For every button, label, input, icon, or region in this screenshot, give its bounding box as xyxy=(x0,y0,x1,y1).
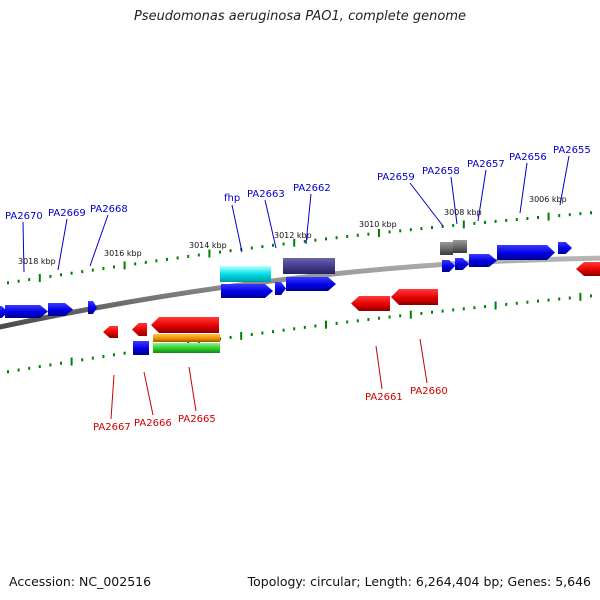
gene-label-pa2663: PA2663 xyxy=(247,189,285,200)
gene-arrow-pa2655 xyxy=(558,242,572,254)
genome-summary-text: Topology: circular; Length: 6,264,404 bp… xyxy=(247,574,591,589)
map-title: Pseudomonas aeruginosa PAO1, complete ge… xyxy=(133,9,467,24)
gene-arrow-pa2668 xyxy=(88,301,97,314)
kbp-label: 3014 kbp xyxy=(189,241,227,250)
upper-tick-ruler xyxy=(7,211,592,285)
gene-arrow-fhp xyxy=(221,284,273,298)
feature-bar-green xyxy=(153,343,220,353)
gene-arrow-pa2660 xyxy=(391,289,438,305)
gene-features xyxy=(0,240,600,355)
label-leader-line xyxy=(419,338,428,384)
gene-arrow-pa2656 xyxy=(497,245,555,260)
label-leader-line xyxy=(110,374,115,420)
label-leader-line xyxy=(143,371,154,416)
label-leader-line xyxy=(22,221,25,273)
gene-label-pa2655: PA2655 xyxy=(553,145,591,156)
label-leader-line xyxy=(57,218,68,271)
label-leader-line xyxy=(519,162,528,214)
gene-arrow-pa2663 xyxy=(275,282,286,295)
gene-label-pa2670: PA2670 xyxy=(5,211,43,222)
kbp-label: 3016 kbp xyxy=(104,249,142,258)
kbp-label: 3010 kbp xyxy=(359,220,397,229)
gene-label-pa2659: PA2659 xyxy=(377,172,415,183)
reverse-gene-labels: PA2667 PA2666 PA2665 PA2661 PA2660 xyxy=(93,386,448,433)
gene-label-pa2668: PA2668 xyxy=(90,204,128,215)
gene-label-pa2657: PA2657 xyxy=(467,159,505,170)
gene-label-pa2658: PA2658 xyxy=(422,166,460,177)
gene-arrow-pa2662 xyxy=(286,277,336,291)
label-leader-lines xyxy=(22,155,570,420)
accession-text: Accession: NC_002516 xyxy=(9,574,152,589)
label-leader-line xyxy=(89,214,109,267)
label-leader-line xyxy=(559,155,570,206)
gene-arrow-pa2657 xyxy=(469,254,497,267)
label-leader-line xyxy=(450,176,458,225)
gene-arrow-pa2658 xyxy=(455,258,469,270)
kbp-label: 3018 kbp xyxy=(18,257,56,266)
gene-label-pa2667: PA2667 xyxy=(93,422,131,433)
label-leader-line xyxy=(305,193,312,245)
gene-label-pa2656: PA2656 xyxy=(509,152,547,163)
feature-bar-gray xyxy=(453,240,467,253)
feature-bar-cyan xyxy=(220,266,271,282)
gene-label-pa2660: PA2660 xyxy=(410,386,448,397)
label-leader-line xyxy=(188,366,197,412)
gene-arrow xyxy=(576,262,600,276)
forward-gene-labels: PA2670 PA2669 PA2668 fhp PA2663 PA2662 P… xyxy=(5,145,591,222)
gene-arrow-pa2667 xyxy=(103,326,118,338)
kbp-label: 3012 kbp xyxy=(274,231,312,240)
gene-arrow-pa2670 xyxy=(5,305,48,318)
feature-bar-orange xyxy=(153,334,220,342)
gene-arrow-pa2659 xyxy=(442,260,455,272)
kbp-labels: 3018 kbp 3016 kbp 3014 kbp 3012 kbp 3010… xyxy=(18,195,567,266)
lower-tick-ruler xyxy=(7,292,592,374)
gene-label-pa2662: PA2662 xyxy=(293,183,331,194)
label-leader-line xyxy=(375,345,383,390)
feature-bar-blue xyxy=(133,341,149,355)
kbp-label: 3006 kbp xyxy=(529,195,567,204)
gene-arrow-pa2661 xyxy=(351,296,390,311)
gene-arrow-pa2669 xyxy=(48,303,73,316)
gene-arrow-pa2666 xyxy=(132,323,147,336)
gene-label-pa2661: PA2661 xyxy=(365,392,403,403)
label-leader-line xyxy=(477,169,487,222)
gene-label-fhp: fhp xyxy=(224,193,240,204)
gene-arrow-pa2665 xyxy=(151,317,219,333)
gene-label-pa2665: PA2665 xyxy=(178,414,216,425)
gene-label-pa2669: PA2669 xyxy=(48,208,86,219)
gene-arrow xyxy=(0,306,8,318)
kbp-label: 3008 kbp xyxy=(444,208,482,217)
feature-bar-gray xyxy=(440,242,453,255)
label-leader-line xyxy=(264,199,277,249)
label-leader-line xyxy=(409,182,444,227)
label-leader-line xyxy=(231,204,243,253)
feature-bar-purple xyxy=(283,258,335,274)
gene-label-pa2666: PA2666 xyxy=(134,418,172,429)
